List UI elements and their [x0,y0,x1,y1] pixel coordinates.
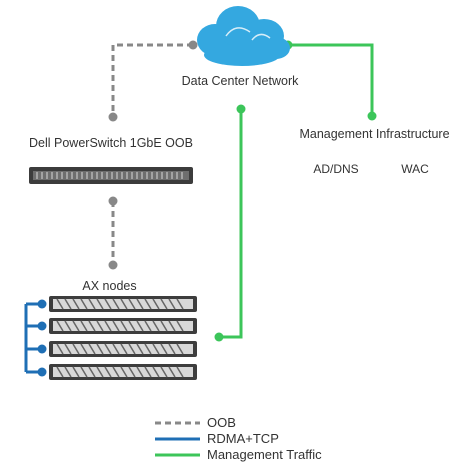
mgmt-dot-infra [367,111,377,121]
management-title: Management Infrastructure [299,127,450,141]
mgmt-dot-ax [214,332,224,342]
oob-dot-switch-top [108,112,118,122]
rdma-dot-node-3 [37,344,47,354]
rdma-dot-node-1 [37,299,47,309]
oob-dot-cloud [188,40,198,50]
ax-node-server-2 [49,318,197,334]
oob-link-cloud [111,43,193,117]
rdma-dot-node-4 [37,367,47,377]
ax-node-server-4 [49,364,197,380]
oob-dot-ax [108,260,118,270]
switch-device-icon [29,167,193,184]
cloud-icon [197,6,290,66]
oob-dot-switch-bottom [108,196,118,206]
wac-chip: WAC [380,152,450,186]
ad-dns-chip: AD/DNS [305,152,367,186]
legend-label-mgmt: Management Traffic [207,447,322,462]
mgmt-link-infra [288,43,374,116]
mgmt-dot-cloud-bottom [236,104,246,114]
mgmt-link-ax [219,109,243,339]
oob-switch-title: Dell PowerSwitch 1GbE OOB [29,136,193,150]
rdma-dot-node-2 [37,321,47,331]
legend-label-oob: OOB [207,415,236,430]
rdma-links [24,302,42,374]
ax-node-server-3 [49,341,197,357]
legend-label-rdma: RDMA+TCP [207,431,279,446]
ax-node-server-1 [49,296,197,312]
ax-nodes-title: AX nodes [82,279,137,293]
network-label: Data Center Network [181,74,299,88]
